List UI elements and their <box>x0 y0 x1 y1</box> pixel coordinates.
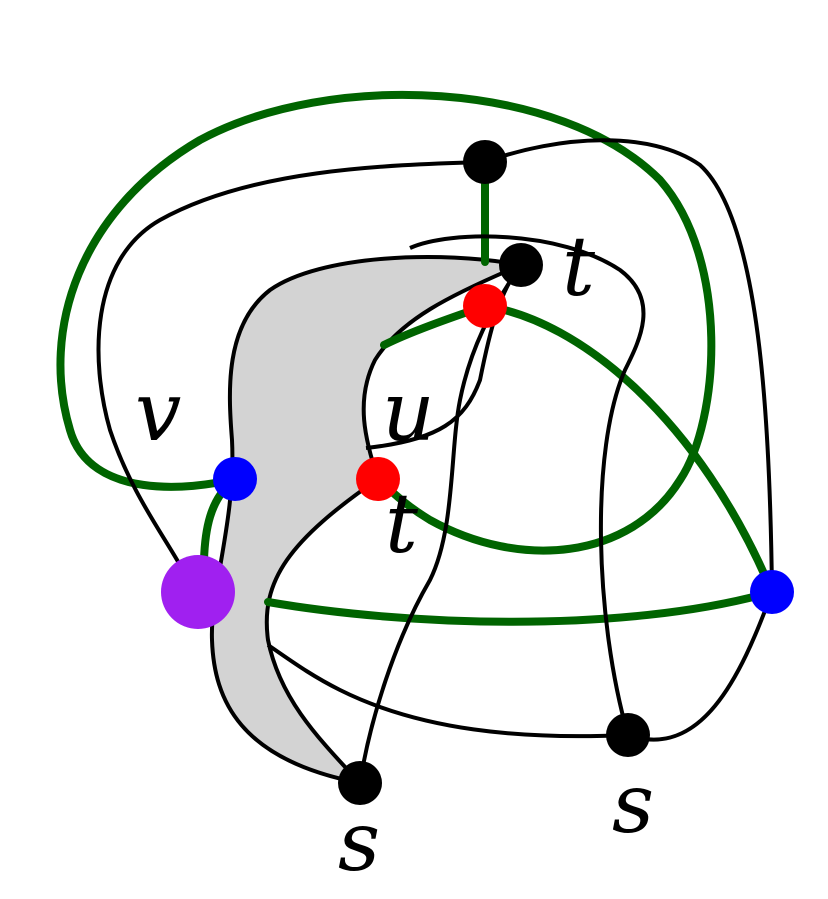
shaded-region <box>209 255 528 787</box>
label-s-right: s <box>612 757 654 852</box>
green-red-upper-right <box>481 302 776 596</box>
black-edges <box>96 138 774 784</box>
vertex-purple[interactable] <box>161 555 235 629</box>
edge-top-black-to-purple <box>96 160 486 566</box>
vertex-red-upper[interactable] <box>463 284 507 328</box>
label-t-top: t <box>562 220 596 315</box>
vertex-s-left[interactable] <box>338 761 382 805</box>
green-outer-loop <box>56 90 716 555</box>
label-t-mid: t <box>385 477 419 572</box>
vertex-t-black[interactable] <box>499 243 543 287</box>
green-purple-blue-right <box>264 588 776 626</box>
edge-s-left-to-t <box>358 263 523 784</box>
label-v: v <box>135 365 181 460</box>
vertex-blue-left[interactable] <box>213 457 257 501</box>
label-u: u <box>382 365 435 460</box>
edge-t-to-u <box>365 263 523 450</box>
edge-s-right-to-shaded <box>266 643 629 739</box>
vertex-top-black[interactable] <box>463 140 507 184</box>
edge-top-black-to-blue-right <box>484 138 774 593</box>
vertex-red-lower[interactable] <box>356 457 400 501</box>
vertex-s-right[interactable] <box>606 713 650 757</box>
edge-t-arc-to-s-right <box>409 234 646 736</box>
label-s-left: s <box>338 795 380 890</box>
edge-blue-right-to-s-right <box>627 591 774 742</box>
vertex-blue-right[interactable] <box>750 570 794 614</box>
